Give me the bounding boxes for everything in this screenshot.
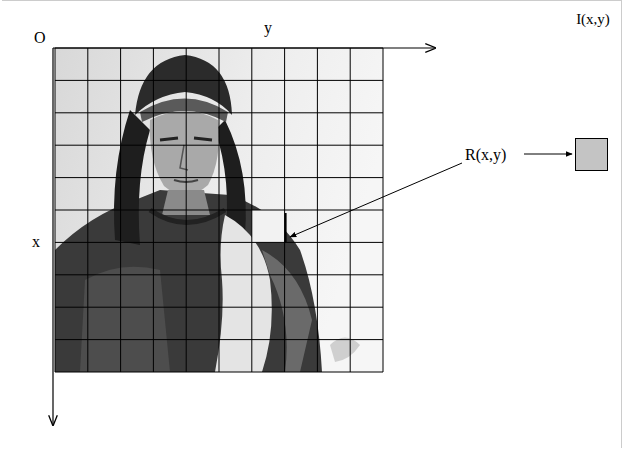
region-label: R(x,y): [465, 147, 506, 163]
axis-label: x: [32, 234, 40, 250]
leader-arrow: [524, 154, 572, 155]
y-axis: [53, 47, 435, 48]
pixel-region: [252, 210, 285, 242]
pixel-label: I(x,y): [568, 12, 618, 27]
portrait: [55, 48, 383, 372]
origin-label: O: [34, 30, 46, 46]
intensity-pixel: I(x,y): [568, 12, 618, 171]
pixel-square: [575, 138, 608, 171]
pixel-grid: [55, 48, 383, 372]
pixel-edge: [285, 213, 287, 242]
x-axis: [52, 48, 53, 425]
leader-arrow: [290, 163, 462, 237]
axis-label: y: [264, 20, 272, 36]
